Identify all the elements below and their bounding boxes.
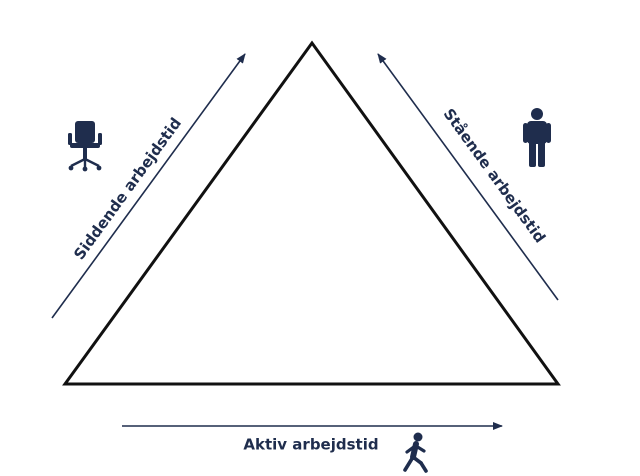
standing-arrow bbox=[377, 53, 559, 301]
active-label: Aktiv arbejdstid bbox=[243, 436, 378, 454]
walking-person-icon bbox=[403, 432, 428, 473]
standing-person-icon bbox=[523, 108, 551, 167]
triangle bbox=[62, 40, 561, 386]
sitting-arrow bbox=[51, 53, 246, 319]
office-chair-icon bbox=[68, 121, 102, 172]
